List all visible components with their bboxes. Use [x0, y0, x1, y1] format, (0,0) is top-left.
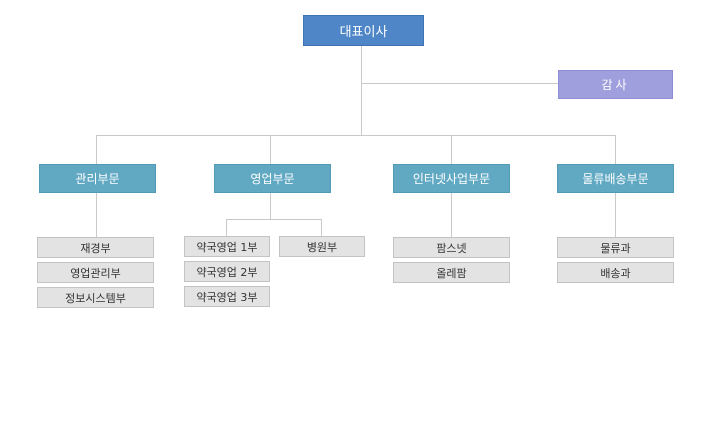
- team-pharmacy-sales-1: 약국영업 1부: [184, 236, 270, 257]
- ceo-box: 대표이사: [303, 15, 424, 46]
- team-finance: 재경부: [37, 237, 154, 258]
- connector-sales-left: [226, 219, 227, 236]
- connector-dept-1-down: [96, 192, 97, 237]
- team-delivery: 배송과: [557, 262, 674, 283]
- connector-sales-right: [321, 219, 322, 236]
- connector-ceo-vertical: [361, 45, 362, 135]
- audit-box: 감사: [558, 70, 673, 99]
- team-hospital: 병원부: [279, 236, 365, 257]
- team-pharmacy-sales-3: 약국영업 3부: [184, 286, 270, 307]
- dept-internet-business: 인터넷사업부문: [393, 164, 510, 193]
- connector-dept-2-up: [270, 135, 271, 164]
- connector-dept-4-down: [615, 192, 616, 237]
- dept-sales: 영업부문: [214, 164, 331, 193]
- connector-dept-3-down: [451, 192, 452, 237]
- dept-logistics: 물류배송부문: [557, 164, 674, 193]
- team-pharmsnet: 팜스넷: [393, 237, 510, 258]
- connector-sales-split: [226, 219, 322, 220]
- connector-dept-2-down: [270, 192, 271, 219]
- team-pharmacy-sales-2: 약국영업 2부: [184, 261, 270, 282]
- team-info-systems: 정보시스템부: [37, 287, 154, 308]
- connector-dept-3-up: [451, 135, 452, 164]
- connector-dept-4-up: [615, 135, 616, 164]
- connector-audit: [361, 83, 558, 84]
- team-logistics: 물류과: [557, 237, 674, 258]
- connector-dept-1-up: [96, 135, 97, 164]
- team-sales-admin: 영업관리부: [37, 262, 154, 283]
- dept-management: 관리부문: [39, 164, 156, 193]
- connector-departments-horizontal: [96, 135, 615, 136]
- team-ollepharm: 올레팜: [393, 262, 510, 283]
